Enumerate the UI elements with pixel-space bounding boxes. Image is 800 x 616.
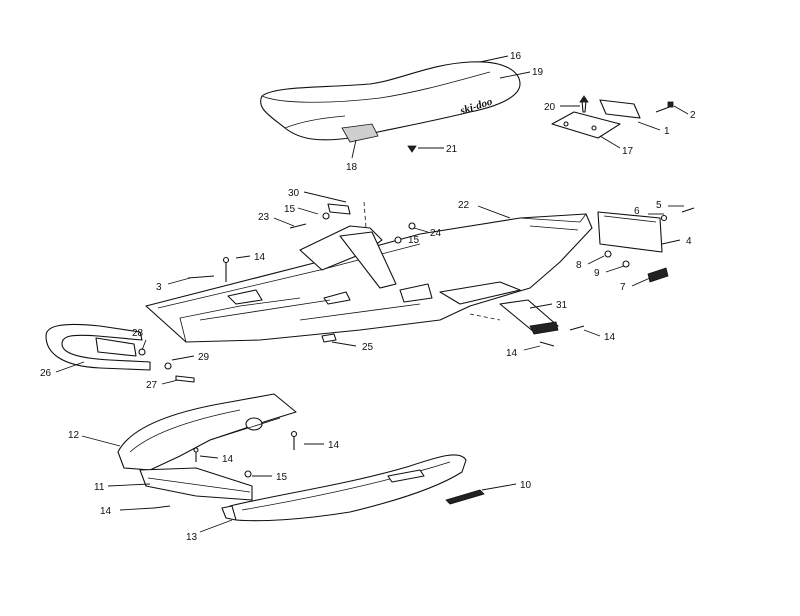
callout-5: 5	[656, 200, 662, 211]
callout-18: 18	[346, 162, 358, 173]
callout-10: 10	[520, 480, 532, 491]
chassis-hardware	[187, 201, 416, 282]
callout-15b: 15	[408, 235, 420, 246]
callout-14e: 14	[222, 454, 234, 465]
chassis-tunnel	[145, 213, 593, 343]
callout-30: 30	[288, 188, 300, 199]
callout-3: 3	[156, 282, 162, 293]
callout-29: 29	[198, 352, 210, 363]
lower-shield	[221, 454, 467, 522]
callout-20: 20	[544, 102, 556, 113]
callout-15c: 15	[276, 472, 288, 483]
callout-23: 23	[258, 212, 270, 223]
seat-assembly: ski-doo	[260, 61, 521, 143]
callout-22: 22	[458, 200, 470, 211]
callout-7: 7	[620, 282, 626, 293]
seat-grip-pad	[341, 123, 379, 143]
rear-flap	[597, 207, 695, 283]
seat-bracket	[407, 95, 674, 153]
callout-4: 4	[686, 236, 692, 247]
callout-14f: 14	[100, 506, 112, 517]
strip-10	[445, 489, 485, 505]
callout-14b: 14	[604, 332, 616, 343]
side-panel	[117, 393, 297, 471]
callout-2: 2	[690, 110, 696, 121]
rear-bumper	[45, 323, 195, 383]
leader-lines	[55, 55, 689, 533]
callout-17: 17	[622, 146, 634, 157]
callout-26: 26	[40, 368, 52, 379]
callout-21: 21	[446, 144, 458, 155]
callout-24: 24	[430, 228, 442, 239]
callout-14a: 14	[254, 252, 266, 263]
callout-8: 8	[576, 260, 582, 271]
callout-13: 13	[186, 532, 198, 543]
callout-12: 12	[68, 430, 80, 441]
callout-28: 28	[132, 328, 144, 339]
callout-27: 27	[146, 380, 158, 391]
bracket-31	[469, 299, 585, 347]
callout-6: 6	[634, 206, 640, 217]
callout-16: 16	[510, 51, 522, 62]
callout-9: 9	[594, 268, 600, 279]
callout-31: 31	[556, 300, 568, 311]
panel-11	[139, 467, 253, 501]
callout-14c: 14	[506, 348, 518, 359]
small-fasteners	[153, 430, 298, 509]
callout-25: 25	[362, 342, 374, 353]
callout-labels: 16 19 18 20 1 2 17 21 22 30 15 23 15 24 …	[40, 51, 696, 543]
callout-15a: 15	[284, 204, 296, 215]
callout-1: 1	[664, 126, 670, 137]
callout-14d: 14	[328, 440, 340, 451]
callout-11: 11	[94, 482, 105, 493]
callout-19: 19	[532, 67, 544, 78]
